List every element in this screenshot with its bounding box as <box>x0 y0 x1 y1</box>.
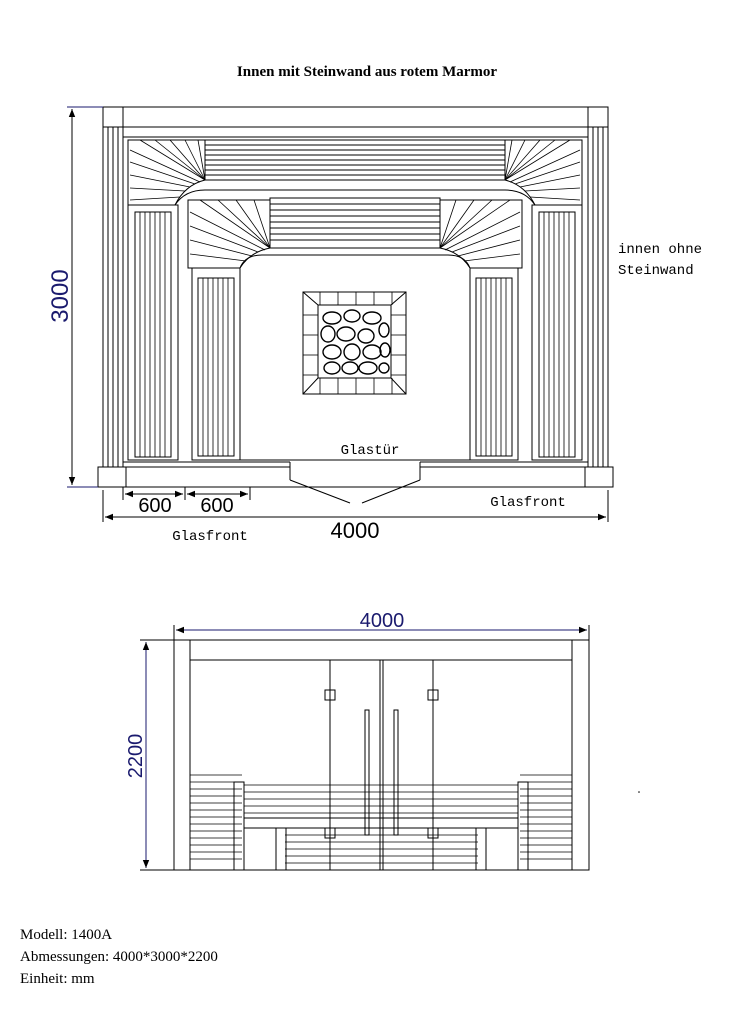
glass-front-label-left: Glasfront <box>172 529 248 545</box>
plan-depth-label: 3000 <box>47 269 74 322</box>
glass-front-label-right: Glasfront <box>490 495 566 511</box>
specifications: Modell: 1400A Abmessungen: 4000*3000*220… <box>20 924 218 990</box>
glass-door-label: Glastür <box>341 443 400 459</box>
door-handle-left <box>364 709 370 836</box>
door-leaf-right <box>361 479 421 504</box>
spec-unit: Einheit: mm <box>20 971 95 987</box>
spec-dimensions: Abmessungen: 4000*3000*2200 <box>20 949 218 965</box>
door-leaf-left <box>289 479 351 504</box>
elevation-height-label: 2200 <box>125 734 147 779</box>
drawing-title: Innen mit Steinwand aus rotem Marmor <box>236 64 498 80</box>
elevation-frame <box>173 639 590 871</box>
plan-bench-width-label-a: 600 <box>138 495 171 517</box>
note-line-1: innen ohne <box>618 242 702 258</box>
door-handle-right <box>393 709 399 836</box>
note-line-2: Steinwand <box>618 263 694 279</box>
spec-model: Modell: 1400A <box>20 927 113 943</box>
plan-width-label: 4000 <box>331 518 380 543</box>
plan-top-rail <box>102 106 609 128</box>
sauna-heater <box>302 291 407 395</box>
elevation-dimensions <box>140 625 590 871</box>
plan-dimensions <box>67 106 609 522</box>
floor-plan <box>97 106 614 504</box>
elevation-width-label: 4000 <box>360 610 405 632</box>
plan-bench-width-label-b: 600 <box>200 495 233 517</box>
front-elevation <box>173 639 590 871</box>
